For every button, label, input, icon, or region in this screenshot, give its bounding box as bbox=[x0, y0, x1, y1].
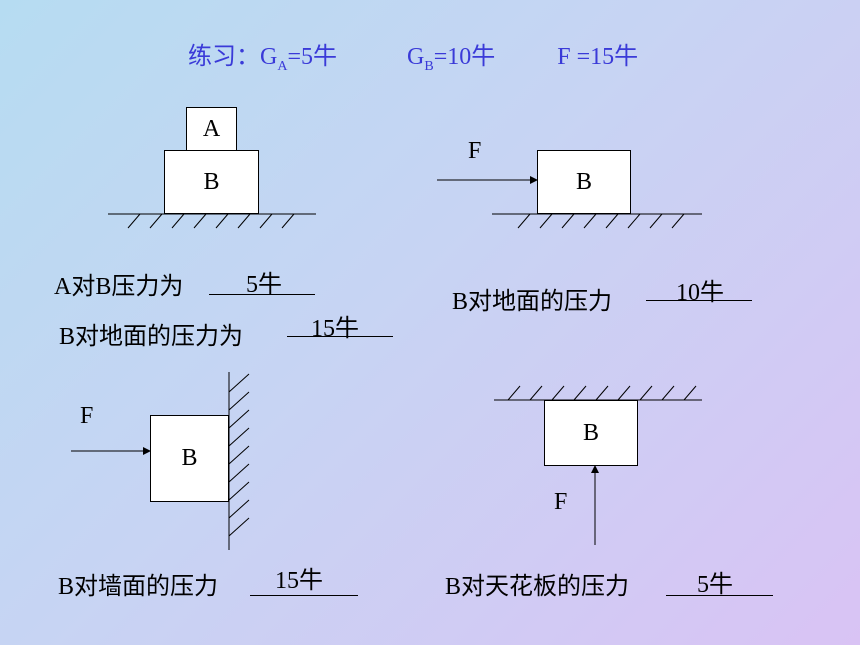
question-a-on-b: A对B压力为 bbox=[54, 274, 184, 300]
ground-hatch-2 bbox=[492, 213, 702, 229]
title-ga-value: =5牛 bbox=[287, 44, 338, 70]
block-b-1: B bbox=[164, 150, 259, 214]
block-b-4-label: B bbox=[582, 419, 599, 446]
answer-b-on-ceiling: 5牛 bbox=[697, 572, 733, 598]
wall-hatch-3 bbox=[228, 372, 250, 550]
block-a: A bbox=[186, 107, 237, 151]
ceiling-hatch-4 bbox=[494, 385, 702, 401]
block-b-1-label: B bbox=[203, 168, 220, 195]
block-b-3-label: B bbox=[181, 445, 198, 471]
answer-b-on-ground-2: 10牛 bbox=[676, 280, 724, 306]
block-b-2: B bbox=[537, 150, 631, 214]
question-b-on-wall: B对墙面的压力 bbox=[58, 574, 219, 600]
ground-hatch-1 bbox=[108, 213, 316, 229]
exercise-title: 练习：GA=5牛 GB=10牛 F =15牛 bbox=[188, 36, 638, 75]
answer-b-on-wall: 15牛 bbox=[275, 568, 323, 594]
title-ga-prefix: 练习：G bbox=[188, 44, 278, 70]
title-gb-value: =10牛 bbox=[433, 44, 496, 70]
answer-b-on-ground-1: 15牛 bbox=[311, 316, 359, 342]
title-force: F =15牛 bbox=[557, 44, 639, 70]
answer-a-on-b: 5牛 bbox=[246, 272, 282, 298]
answer-line-b-on-ground-2 bbox=[646, 300, 752, 301]
title-gb-sub: B bbox=[424, 58, 434, 74]
block-b-4: B bbox=[544, 400, 638, 466]
question-b-on-ground-1: B对地面的压力为 bbox=[59, 324, 244, 350]
question-b-on-ground-2: B对地面的压力 bbox=[452, 289, 613, 315]
block-b-2-label: B bbox=[575, 168, 592, 195]
block-a-label: A bbox=[202, 115, 221, 142]
answer-line-b-on-wall bbox=[250, 595, 358, 596]
title-ga-sub: A bbox=[277, 58, 288, 74]
block-b-3: B bbox=[150, 415, 229, 502]
force-label-4: F bbox=[554, 489, 568, 515]
answer-line-a-on-b bbox=[209, 294, 315, 295]
answer-line-b-on-ground-1 bbox=[287, 336, 393, 337]
question-b-on-ceiling: B对天花板的压力 bbox=[445, 574, 630, 600]
answer-line-b-on-ceiling bbox=[666, 595, 773, 596]
force-label-2: F bbox=[468, 138, 482, 164]
force-label-3: F bbox=[80, 403, 94, 429]
title-gb-letter: G bbox=[407, 44, 425, 70]
